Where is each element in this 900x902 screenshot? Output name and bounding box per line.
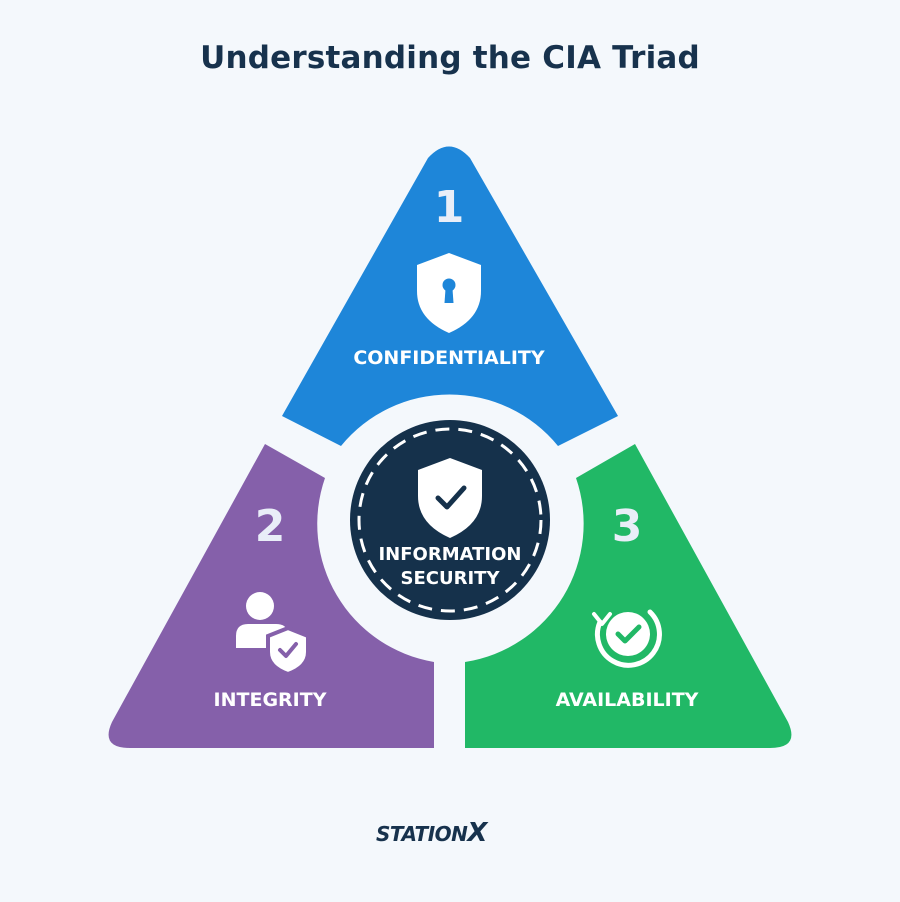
integrity-label: INTEGRITY — [214, 689, 327, 711]
shield-check-icon — [418, 458, 482, 538]
availability-label: AVAILABILITY — [556, 689, 699, 711]
center-label-line2: SECURITY — [401, 568, 501, 589]
shield-keyhole-icon — [417, 253, 481, 333]
center-label-line1: INFORMATION — [378, 544, 521, 565]
check-cycle-icon — [592, 609, 662, 668]
logo-x: X — [467, 818, 487, 848]
dashed-ring — [357, 427, 543, 613]
availability-segment — [465, 444, 792, 748]
user-shield-icon — [236, 592, 310, 677]
integrity-segment — [108, 444, 435, 748]
segment-number-1: 1 — [434, 182, 465, 233]
segment-number-2: 2 — [255, 501, 286, 552]
logo-text: STATIONX — [376, 818, 487, 848]
logo-main: STATION — [376, 822, 468, 846]
segment-number-3: 3 — [612, 501, 643, 552]
stationx-logo: STATIONX — [376, 816, 526, 848]
confidentiality-label: CONFIDENTIALITY — [353, 347, 545, 369]
page-title: Understanding the CIA Triad — [200, 40, 700, 76]
